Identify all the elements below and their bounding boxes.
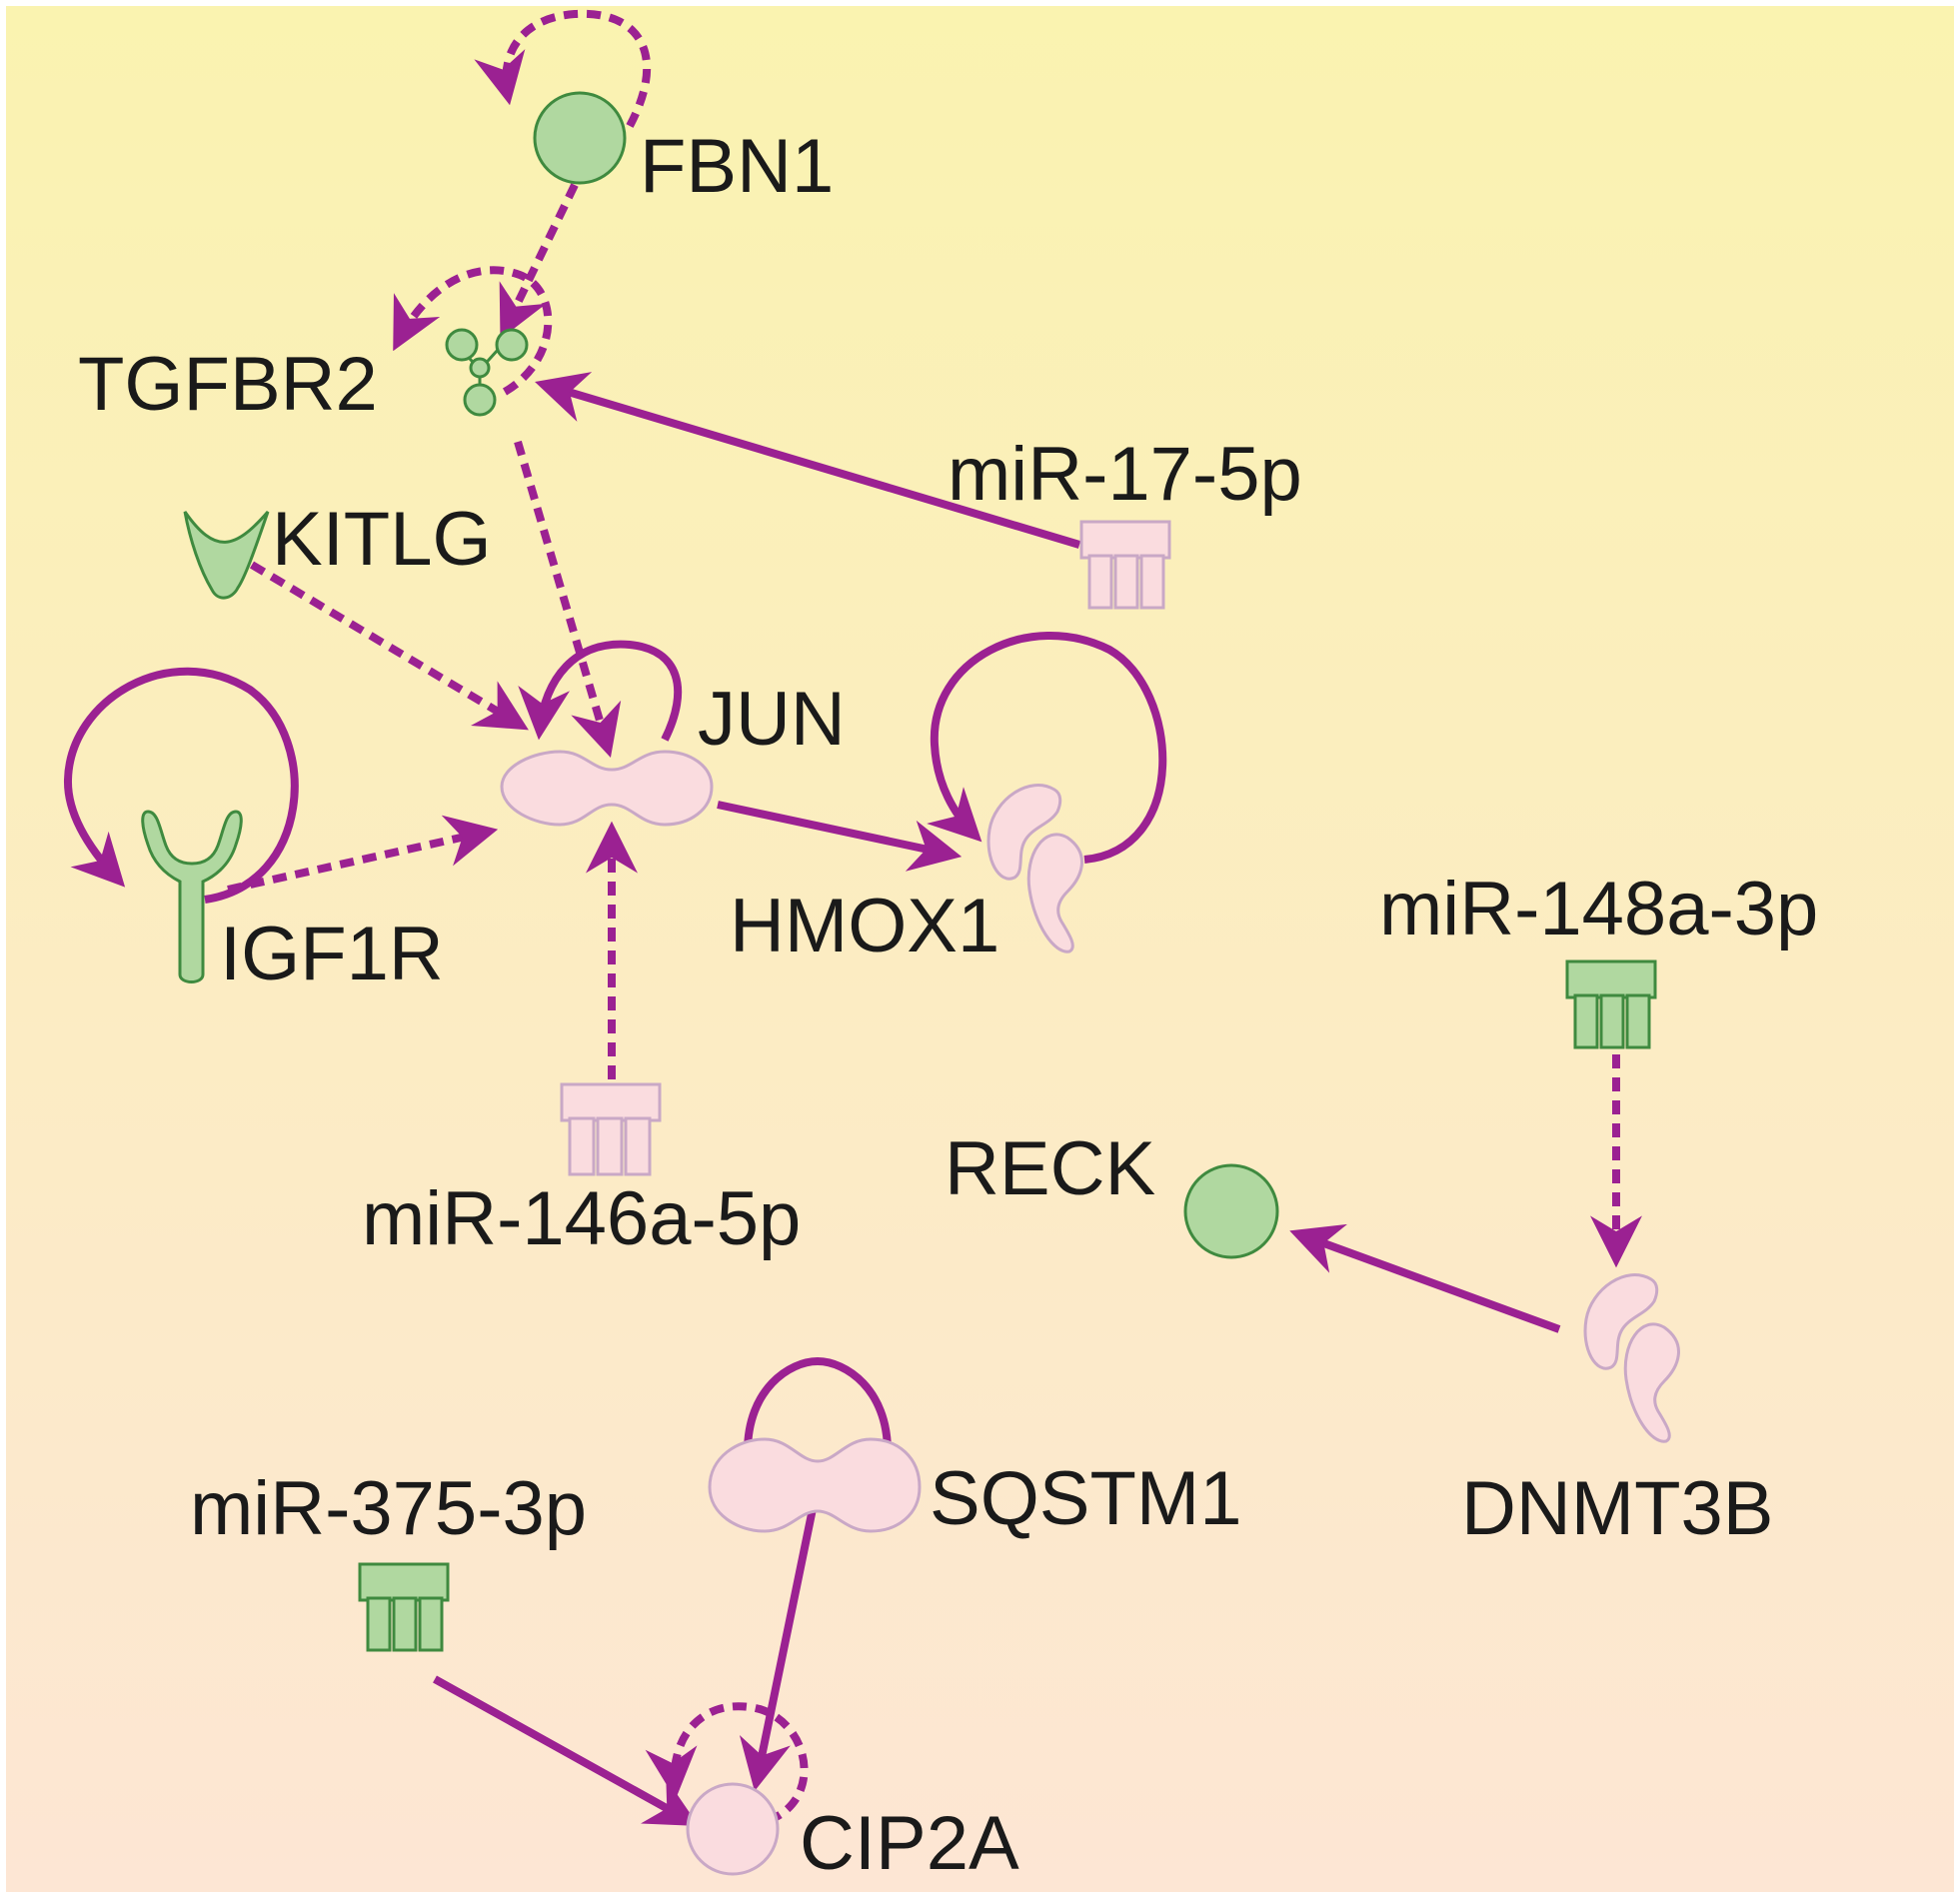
- tgfbr2-label: TGFBR2: [78, 342, 378, 427]
- edge-igf1r-self: [63, 667, 299, 904]
- mir375-node[interactable]: [358, 1562, 450, 1652]
- label-layer: FBN1 TGFBR2 miR-17-5p KITLG JUN IGF1R HM…: [78, 124, 1818, 1886]
- jun-node[interactable]: [500, 750, 714, 827]
- edge-sqstm1-self: [744, 1356, 892, 1452]
- mir17-label: miR-17-5p: [948, 432, 1302, 517]
- edge-fbn1-tgfbr2: [499, 183, 579, 340]
- edge-jun-hmox1: [717, 801, 963, 872]
- edge-mir17-tgfbr2: [535, 372, 1081, 549]
- node-layer: [141, 91, 1680, 1876]
- edge-layer: [63, 9, 1642, 1827]
- cip2a-node[interactable]: [686, 1782, 780, 1876]
- edge-fbn1-self: [474, 9, 652, 128]
- fbn1-node[interactable]: [533, 91, 627, 185]
- edge-tgfbr2-self: [393, 266, 553, 396]
- hmox1-label: HMOX1: [730, 884, 999, 968]
- igf1r-label: IGF1R: [220, 912, 444, 996]
- hmox1-node[interactable]: [986, 784, 1083, 953]
- edge-sqstm1-cip2a: [739, 1498, 819, 1792]
- edge-cip2a-self: [645, 1702, 809, 1825]
- mir375-label: miR-375-3p: [190, 1466, 587, 1551]
- sqstm1-label: SQSTM1: [930, 1456, 1242, 1541]
- diagram-background: [6, 6, 1954, 1892]
- edge-kitlg-jun: [249, 561, 529, 731]
- edge-jun-self: [518, 640, 683, 742]
- igf1r-node[interactable]: [141, 810, 243, 983]
- reck-label: RECK: [945, 1126, 1155, 1211]
- kitlg-node[interactable]: [183, 511, 270, 600]
- dnmt3b-label: DNMT3B: [1461, 1466, 1773, 1551]
- mir146a-node[interactable]: [560, 1082, 662, 1176]
- dnmt3b-node[interactable]: [1583, 1273, 1680, 1443]
- jun-label: JUN: [698, 677, 846, 762]
- reck-node[interactable]: [1183, 1163, 1279, 1259]
- fbn1-label: FBN1: [640, 124, 834, 209]
- tgfbr2-node[interactable]: [445, 328, 529, 417]
- mir146a-label: miR-146a-5p: [362, 1176, 801, 1261]
- kitlg-label: KITLG: [272, 497, 492, 582]
- mir148a-node[interactable]: [1565, 959, 1657, 1049]
- mir17-node[interactable]: [1079, 520, 1171, 610]
- sqstm1-node[interactable]: [708, 1437, 922, 1533]
- edge-tgfbr2-jun: [514, 440, 622, 758]
- edge-hmox1-self: [927, 632, 1167, 864]
- mir148a-label: miR-148a-3p: [1379, 867, 1818, 951]
- cip2a-label: CIP2A: [800, 1801, 1019, 1886]
- edge-dnmt3b-reck: [1289, 1223, 1561, 1333]
